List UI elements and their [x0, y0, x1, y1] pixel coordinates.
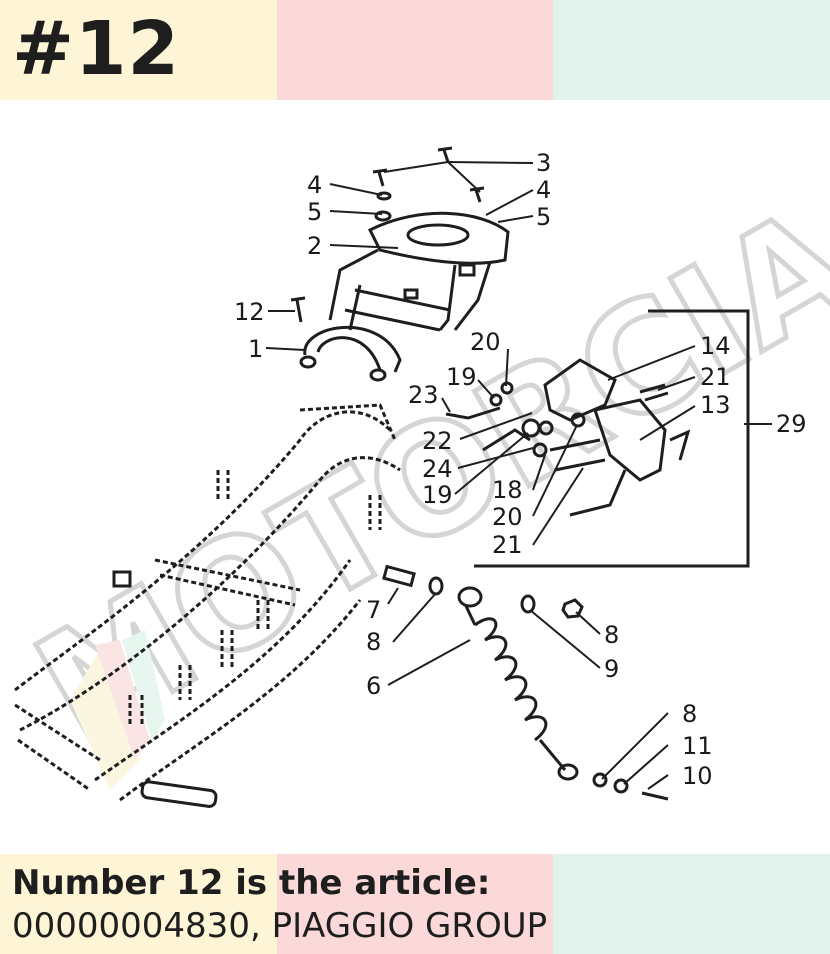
shock-absorber — [457, 586, 579, 781]
callout-4-left: 4 — [307, 171, 322, 199]
callout-8-lower: 8 — [682, 700, 697, 728]
callout-8-left: 8 — [366, 628, 381, 656]
grab-handle — [299, 325, 402, 382]
callout-24: 24 — [422, 455, 453, 483]
callout-12: 12 — [234, 298, 265, 326]
callout-6: 6 — [366, 672, 381, 700]
watermark-stripe-pink — [95, 640, 150, 760]
callout-10: 10 — [682, 762, 713, 790]
callout-11: 11 — [682, 732, 713, 760]
callout-19-bottom: 19 — [422, 481, 453, 509]
watermark-stripe-mint — [122, 630, 165, 742]
leader-lines — [265, 161, 772, 790]
callout-21-top: 21 — [700, 363, 731, 391]
footer-band — [0, 854, 830, 954]
callout-19-top: 19 — [446, 363, 477, 391]
bracket-group — [445, 358, 691, 517]
part-number-badge: #12 — [12, 6, 180, 92]
frame-footrest-bar — [140, 780, 218, 808]
header-band-pink — [276, 0, 554, 100]
callout-7: 7 — [366, 596, 381, 624]
callout-1: 1 — [248, 335, 263, 363]
callout-22: 22 — [422, 427, 453, 455]
frame-clip — [112, 570, 132, 588]
watermark: MOTORCIA — [7, 172, 830, 790]
callout-5-right: 5 — [536, 203, 551, 231]
watermark-stripe-yellow — [70, 650, 140, 790]
header-band-mint — [553, 0, 830, 100]
callout-29: 29 — [776, 410, 807, 438]
footer-band-pink — [276, 854, 554, 954]
small-screws — [290, 146, 485, 323]
callout-4-right: 4 — [536, 176, 551, 204]
callout-20-top: 20 — [470, 328, 501, 356]
caption-article: 00000004830, PIAGGIO GROUP — [12, 906, 548, 946]
footer-band-mint — [553, 854, 830, 954]
callout-5-left: 5 — [307, 198, 322, 226]
group-bracket-29 — [474, 309, 750, 568]
callout-2: 2 — [307, 232, 322, 260]
scooter-frame — [14, 403, 401, 802]
header-band-yellow — [0, 0, 277, 100]
caption: Number 12 is the article: 00000004830, P… — [12, 862, 547, 948]
caption-headline: Number 12 is the article: — [12, 863, 491, 903]
header-band — [0, 0, 830, 100]
footer-band-yellow — [0, 854, 277, 954]
callout-21-bottom: 21 — [492, 531, 523, 559]
callout-13: 13 — [700, 391, 731, 419]
callout-18: 18 — [492, 476, 523, 504]
rear-carrier — [328, 211, 510, 332]
exploded-parts-diagram: MOTORCIA — [7, 146, 830, 808]
callout-9: 9 — [604, 655, 619, 683]
callout-8-right: 8 — [604, 621, 619, 649]
callout-14: 14 — [700, 332, 731, 360]
callout-labels: 3 4 4 5 5 2 12 1 20 14 19 21 23 13 29 22… — [234, 149, 807, 790]
callout-23: 23 — [408, 381, 439, 409]
callout-3: 3 — [536, 149, 551, 177]
callout-20-bottom: 20 — [492, 503, 523, 531]
